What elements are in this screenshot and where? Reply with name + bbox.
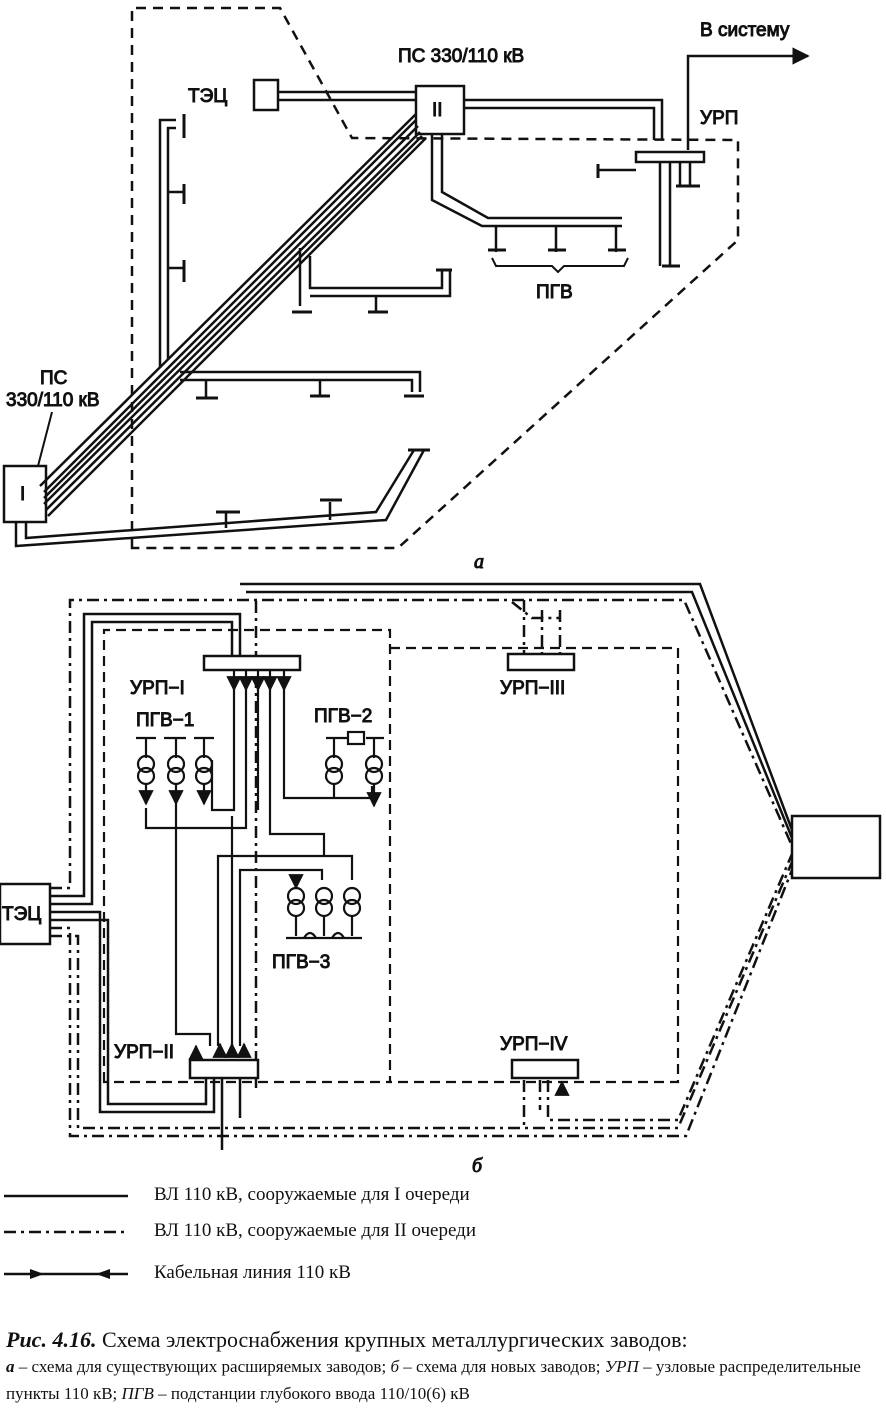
legend-solid-swatch	[4, 1194, 128, 1198]
pgv1-group	[136, 736, 214, 1046]
legend-item-cable: Кабельная линия 110 кВ	[0, 1262, 886, 1286]
tec-label-a: ТЭЦ	[188, 86, 227, 107]
urp1-label: УРП−I	[130, 678, 185, 699]
urp4-node	[510, 1058, 580, 1080]
node-II-label: II	[432, 100, 443, 121]
caption-urp-key: УРП	[604, 1357, 639, 1376]
urp-node-a	[634, 150, 706, 164]
urp2-bottom-links	[220, 1078, 242, 1150]
ps-left-label-2: 330/110 кВ	[6, 390, 100, 411]
diagram-a: В систему ПС 330/110 кВ ТЭЦ УРП II I ПС …	[2, 6, 810, 574]
pgv2-label: ПГВ−2	[314, 706, 372, 727]
external-substation-box	[790, 814, 882, 880]
diagram-b: УРП−I ПГВ−1 ПГВ−2 УРП−III ПГВ−3 УРП−II У…	[0, 582, 882, 1178]
feed-urp3	[511, 601, 560, 620]
legend-cable-swatch	[4, 1269, 128, 1279]
plant-boundary-a	[130, 6, 740, 550]
urp4-label: УРП−IV	[500, 1034, 568, 1055]
legend-cable-text: Кабельная линия 110 кВ	[154, 1262, 351, 1283]
line-to-system	[464, 98, 664, 140]
urp-terminals	[596, 164, 700, 268]
ps-left-pointer	[37, 411, 53, 467]
urp1-feeders	[144, 670, 374, 1046]
line-tec-ps	[278, 90, 416, 102]
figure-number: Рис. 4.16.	[6, 1327, 97, 1352]
tec-box-a	[252, 78, 280, 112]
tec-label-b: ТЭЦ	[2, 904, 41, 925]
substation-II	[414, 84, 466, 136]
urp2-label: УРП−II	[114, 1042, 174, 1063]
legend-dashdot-swatch	[4, 1230, 128, 1234]
substation-I	[2, 464, 48, 524]
schematic-diagrams: В систему ПС 330/110 кВ ТЭЦ УРП II I ПС …	[0, 6, 882, 1178]
urp2-incoming	[188, 1042, 252, 1060]
sublabel-b: б	[472, 1155, 483, 1177]
sublabel-a: а	[474, 551, 484, 573]
caption-b-key: б	[390, 1357, 399, 1376]
legend-solid-text: ВЛ 110 кВ, сооружаемые для I очереди	[154, 1184, 470, 1205]
left-feeder	[158, 118, 184, 368]
zone-1-boundary	[102, 628, 392, 1084]
urp1-node	[202, 654, 302, 672]
mid-branch-2-terminals	[196, 394, 424, 400]
urp2-node	[188, 1058, 260, 1080]
tec-box-b	[0, 882, 52, 946]
caption-a-text: – схема для существующих расширяемых зав…	[14, 1357, 391, 1376]
legend-item-dashdot: ВЛ 110 кВ, сооружаемые для II очереди	[0, 1220, 886, 1244]
legend-dashdot-text: ВЛ 110 кВ, сооружаемые для II очереди	[154, 1220, 476, 1241]
figure-title: Схема электроснабжения крупных металлург…	[101, 1327, 688, 1352]
to-system-label: В систему	[700, 20, 790, 41]
pgv3-label: ПГВ−3	[272, 952, 330, 973]
urp3-label: УРП−III	[500, 678, 565, 699]
ps-top-label: ПС 330/110 кВ	[398, 46, 524, 67]
node-I-label: I	[20, 484, 25, 505]
pgv-brace	[491, 257, 629, 274]
caption-pgv-text: – подстанции глубокого ввода 110/10(6) к…	[153, 1384, 470, 1403]
pgv3-group	[216, 854, 362, 1046]
phase-1-loop	[50, 582, 794, 1114]
mid-branch-1	[298, 248, 452, 312]
pgv1-label: ПГВ−1	[136, 710, 194, 731]
mid-branch-1-terminals	[292, 268, 452, 314]
caption-pgv-key: ПГВ	[121, 1384, 154, 1403]
bottom-line-a	[14, 449, 426, 548]
urp-label-a: УРП	[700, 108, 738, 129]
legend-item-solid: ВЛ 110 кВ, сооружаемые для I очереди	[0, 1184, 886, 1208]
caption-b-text: – схема для новых заводов;	[399, 1357, 605, 1376]
mid-branch-2	[180, 370, 422, 398]
zone-2-boundary	[390, 646, 680, 1084]
bottom-line-terminals	[216, 448, 430, 514]
urp-feeders	[598, 162, 692, 266]
figure-caption: Рис. 4.16. Схема электроснабжения крупны…	[6, 1326, 882, 1407]
system-feed	[686, 47, 810, 150]
urp3-node	[506, 652, 576, 672]
caption-urp-text: – узловые распределительные пункты 110 к…	[6, 1357, 861, 1403]
caption-a-key: а	[6, 1357, 15, 1376]
trunk-lines-a	[39, 113, 427, 517]
ps-left-label-1: ПС	[40, 368, 67, 389]
phase-2-loop	[50, 598, 794, 1138]
pgv2-group	[324, 730, 384, 806]
pgv-label-a: ПГВ	[536, 282, 573, 303]
pgv-branch	[430, 134, 622, 252]
